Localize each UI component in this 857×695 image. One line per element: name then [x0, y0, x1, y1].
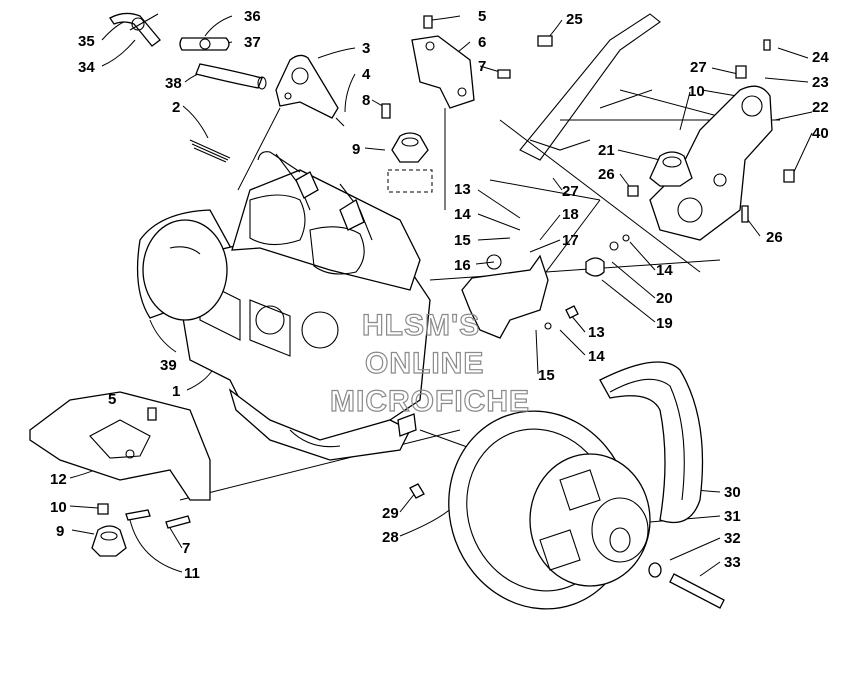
callout-5-lower: 5 [108, 391, 116, 408]
callout-13-lower: 13 [588, 324, 605, 341]
callout-28: 28 [382, 529, 399, 546]
callout-3: 3 [362, 40, 370, 57]
callout-21: 21 [598, 142, 615, 159]
watermark: HLSM'S ONLINE MICROFICHE [329, 308, 530, 418]
belt-30 [599, 361, 704, 524]
callout-1: 1 [172, 383, 180, 400]
callout-33: 33 [724, 554, 741, 571]
callout-8: 8 [362, 92, 370, 109]
callout-9-lower: 9 [56, 523, 64, 540]
callout-37: 37 [244, 34, 261, 51]
callout-15-lower: 15 [538, 367, 555, 384]
callout-10: 10 [688, 83, 705, 100]
callout-40: 40 [812, 125, 829, 142]
callout-22: 22 [812, 99, 829, 116]
watermark-line-3: MICROFICHE [330, 385, 530, 418]
hose-36-37 [179, 37, 230, 51]
callout-7: 7 [478, 58, 486, 75]
watermark-line-1: HLSM'S [362, 309, 480, 342]
callout-10-lower: 10 [50, 499, 67, 516]
callout-23: 23 [812, 74, 829, 91]
callout-32: 32 [724, 530, 741, 547]
callout-24: 24 [812, 49, 829, 66]
callout-14-right: 14 [656, 262, 673, 279]
callout-39: 39 [160, 357, 177, 374]
washer-32-bolt-33 [648, 562, 725, 609]
mount-9-bottom [91, 509, 191, 557]
callout-31: 31 [724, 508, 741, 525]
callout-38: 38 [165, 75, 182, 92]
bracket-22 [627, 39, 795, 241]
mount-plate-12 [29, 391, 211, 515]
callout-5: 5 [478, 8, 486, 25]
callout-2: 2 [172, 99, 180, 116]
callout-15: 15 [454, 232, 471, 249]
callout-27: 27 [690, 59, 707, 76]
callout-25: 25 [566, 11, 583, 28]
callout-labels: 35 34 36 37 38 2 3 4 5 6 7 8 9 25 24 27 … [50, 8, 829, 582]
callout-13: 13 [454, 181, 471, 198]
callout-17: 17 [562, 232, 579, 249]
bracket-6 [411, 15, 511, 109]
callout-30: 30 [724, 484, 741, 501]
callout-29: 29 [382, 505, 399, 522]
callout-14-lower: 14 [588, 348, 605, 365]
callout-9: 9 [352, 141, 360, 158]
callout-12: 12 [50, 471, 67, 488]
callout-34: 34 [78, 59, 95, 76]
callout-14: 14 [454, 206, 471, 223]
callout-36: 36 [244, 8, 261, 25]
callout-19: 19 [656, 315, 673, 332]
hose-34-35 [109, 12, 161, 47]
callout-4: 4 [362, 66, 371, 83]
bracket-3 [275, 54, 345, 127]
callout-26-right: 26 [766, 229, 783, 246]
hose-38 [195, 63, 267, 90]
disc-39 [142, 219, 228, 321]
callout-20: 20 [656, 290, 673, 307]
mount-9-top [381, 103, 433, 193]
callout-6: 6 [478, 34, 486, 51]
frame-rail [519, 13, 661, 161]
bracket-17 [461, 234, 630, 339]
callout-26: 26 [598, 166, 615, 183]
callout-35: 35 [78, 33, 95, 50]
callout-18: 18 [562, 206, 579, 223]
spring-2 [189, 139, 231, 163]
callout-7-lower: 7 [182, 540, 190, 557]
callout-16: 16 [454, 257, 471, 274]
mount-21 [649, 151, 693, 187]
clutch-assembly [409, 410, 651, 610]
watermark-line-2: ONLINE [365, 347, 484, 380]
callout-11: 11 [184, 565, 200, 582]
callout-27-lower: 27 [562, 183, 579, 200]
